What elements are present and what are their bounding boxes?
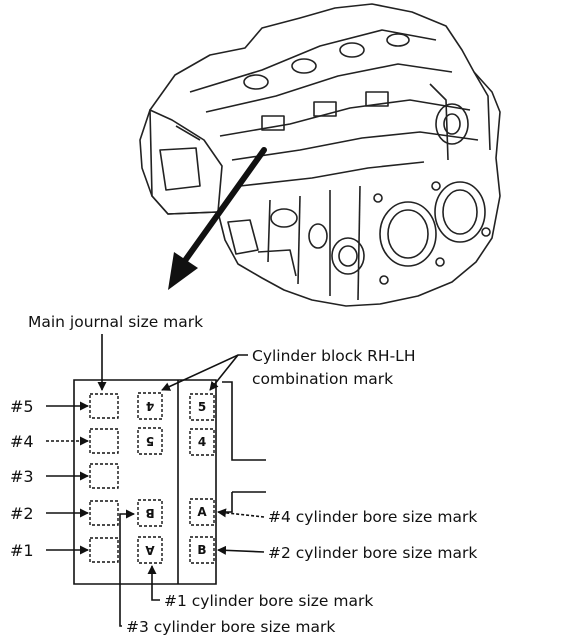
journal-label-4: #4 <box>10 432 34 451</box>
mark-panel <box>73 379 266 585</box>
journal-mark-boxes <box>89 393 119 563</box>
mark-mid-1: 4 <box>146 399 154 413</box>
engine-block-illustration <box>139 3 501 307</box>
journal-box-4 <box>89 428 119 454</box>
mark-box-mid-4 <box>137 499 163 527</box>
journal-box-3 <box>89 463 119 489</box>
mark-box-mid-1 <box>137 392 163 420</box>
bore-4-label: #4 cylinder bore size mark <box>268 508 477 526</box>
mark-right-1: 5 <box>198 400 206 414</box>
main-journal-size-mark-label: Main journal size mark <box>28 313 203 331</box>
cylinder-block-label-line1: Cylinder block RH-LH <box>252 347 415 365</box>
journal-label-2: #2 <box>10 504 34 523</box>
bore-mark-boxes-left: 4 5 B A <box>137 392 163 564</box>
mark-box-right-1 <box>189 393 215 421</box>
mark-box-right-2 <box>189 428 215 456</box>
journal-box-2 <box>89 500 119 526</box>
bore-mark-boxes-right: 5 4 A B <box>189 393 215 564</box>
bore-1-label: #1 cylinder bore size mark <box>164 592 373 610</box>
journal-label-3: #3 <box>10 467 34 486</box>
journal-box-1 <box>89 537 119 563</box>
journal-box-5 <box>89 393 119 419</box>
mark-box-right-4 <box>189 498 215 526</box>
bore-2-label: #2 cylinder bore size mark <box>268 544 477 562</box>
mark-right-2: 4 <box>198 435 206 449</box>
mark-right-5: B <box>197 543 206 557</box>
journal-label-1: #1 <box>10 541 34 560</box>
cylinder-block-label-line2: combination mark <box>252 370 393 388</box>
mark-box-mid-5 <box>137 536 163 564</box>
journal-label-5: #5 <box>10 397 34 416</box>
callouts-top: Main journal size mark Cylinder block RH… <box>28 313 415 391</box>
mark-mid-5: A <box>145 543 155 557</box>
journal-labels: #5 #4 #3 #2 #1 <box>10 397 89 560</box>
bore-3-label: #3 cylinder bore size mark <box>126 618 335 636</box>
mark-mid-4: B <box>145 506 154 520</box>
view-arrow <box>168 147 267 290</box>
mark-right-4: A <box>197 505 207 519</box>
mark-box-mid-2 <box>137 427 163 455</box>
callouts-bore: #4 cylinder bore size mark #2 cylinder b… <box>119 508 477 636</box>
mark-box-right-5 <box>189 536 215 564</box>
mark-mid-2: 5 <box>146 434 154 448</box>
